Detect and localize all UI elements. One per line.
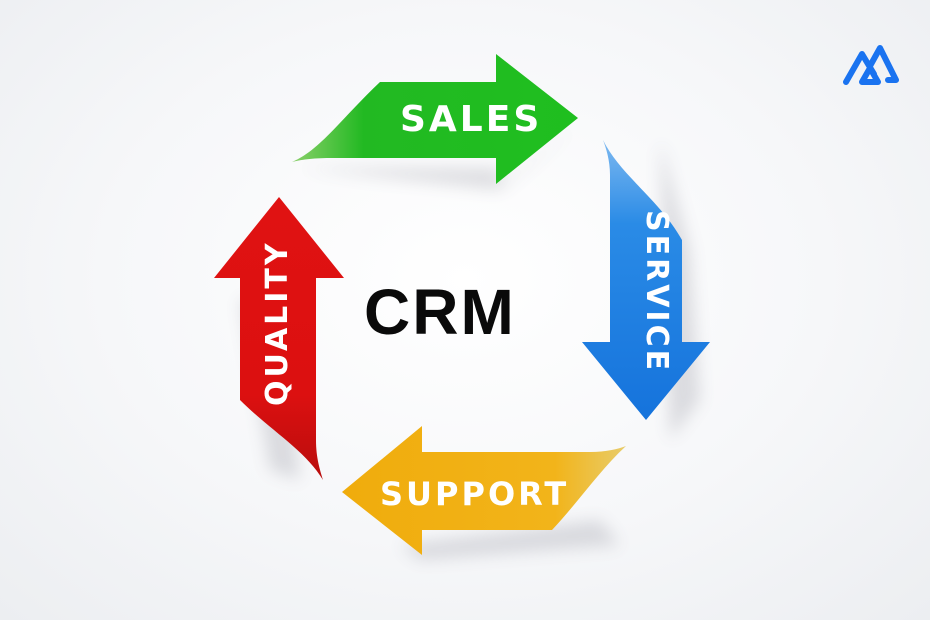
- sales-label: SALES: [400, 99, 543, 140]
- support-arrow: [342, 426, 626, 555]
- service-label: SERVICE: [639, 210, 674, 374]
- sales-arrow: [292, 54, 578, 184]
- support-label: SUPPORT: [380, 475, 570, 513]
- mountain-logo-icon: [843, 45, 899, 85]
- quality-label: QUALITY: [260, 240, 295, 406]
- service-arrow: [582, 140, 710, 420]
- crm-title: CRM: [364, 276, 516, 348]
- quality-arrow: [214, 197, 344, 480]
